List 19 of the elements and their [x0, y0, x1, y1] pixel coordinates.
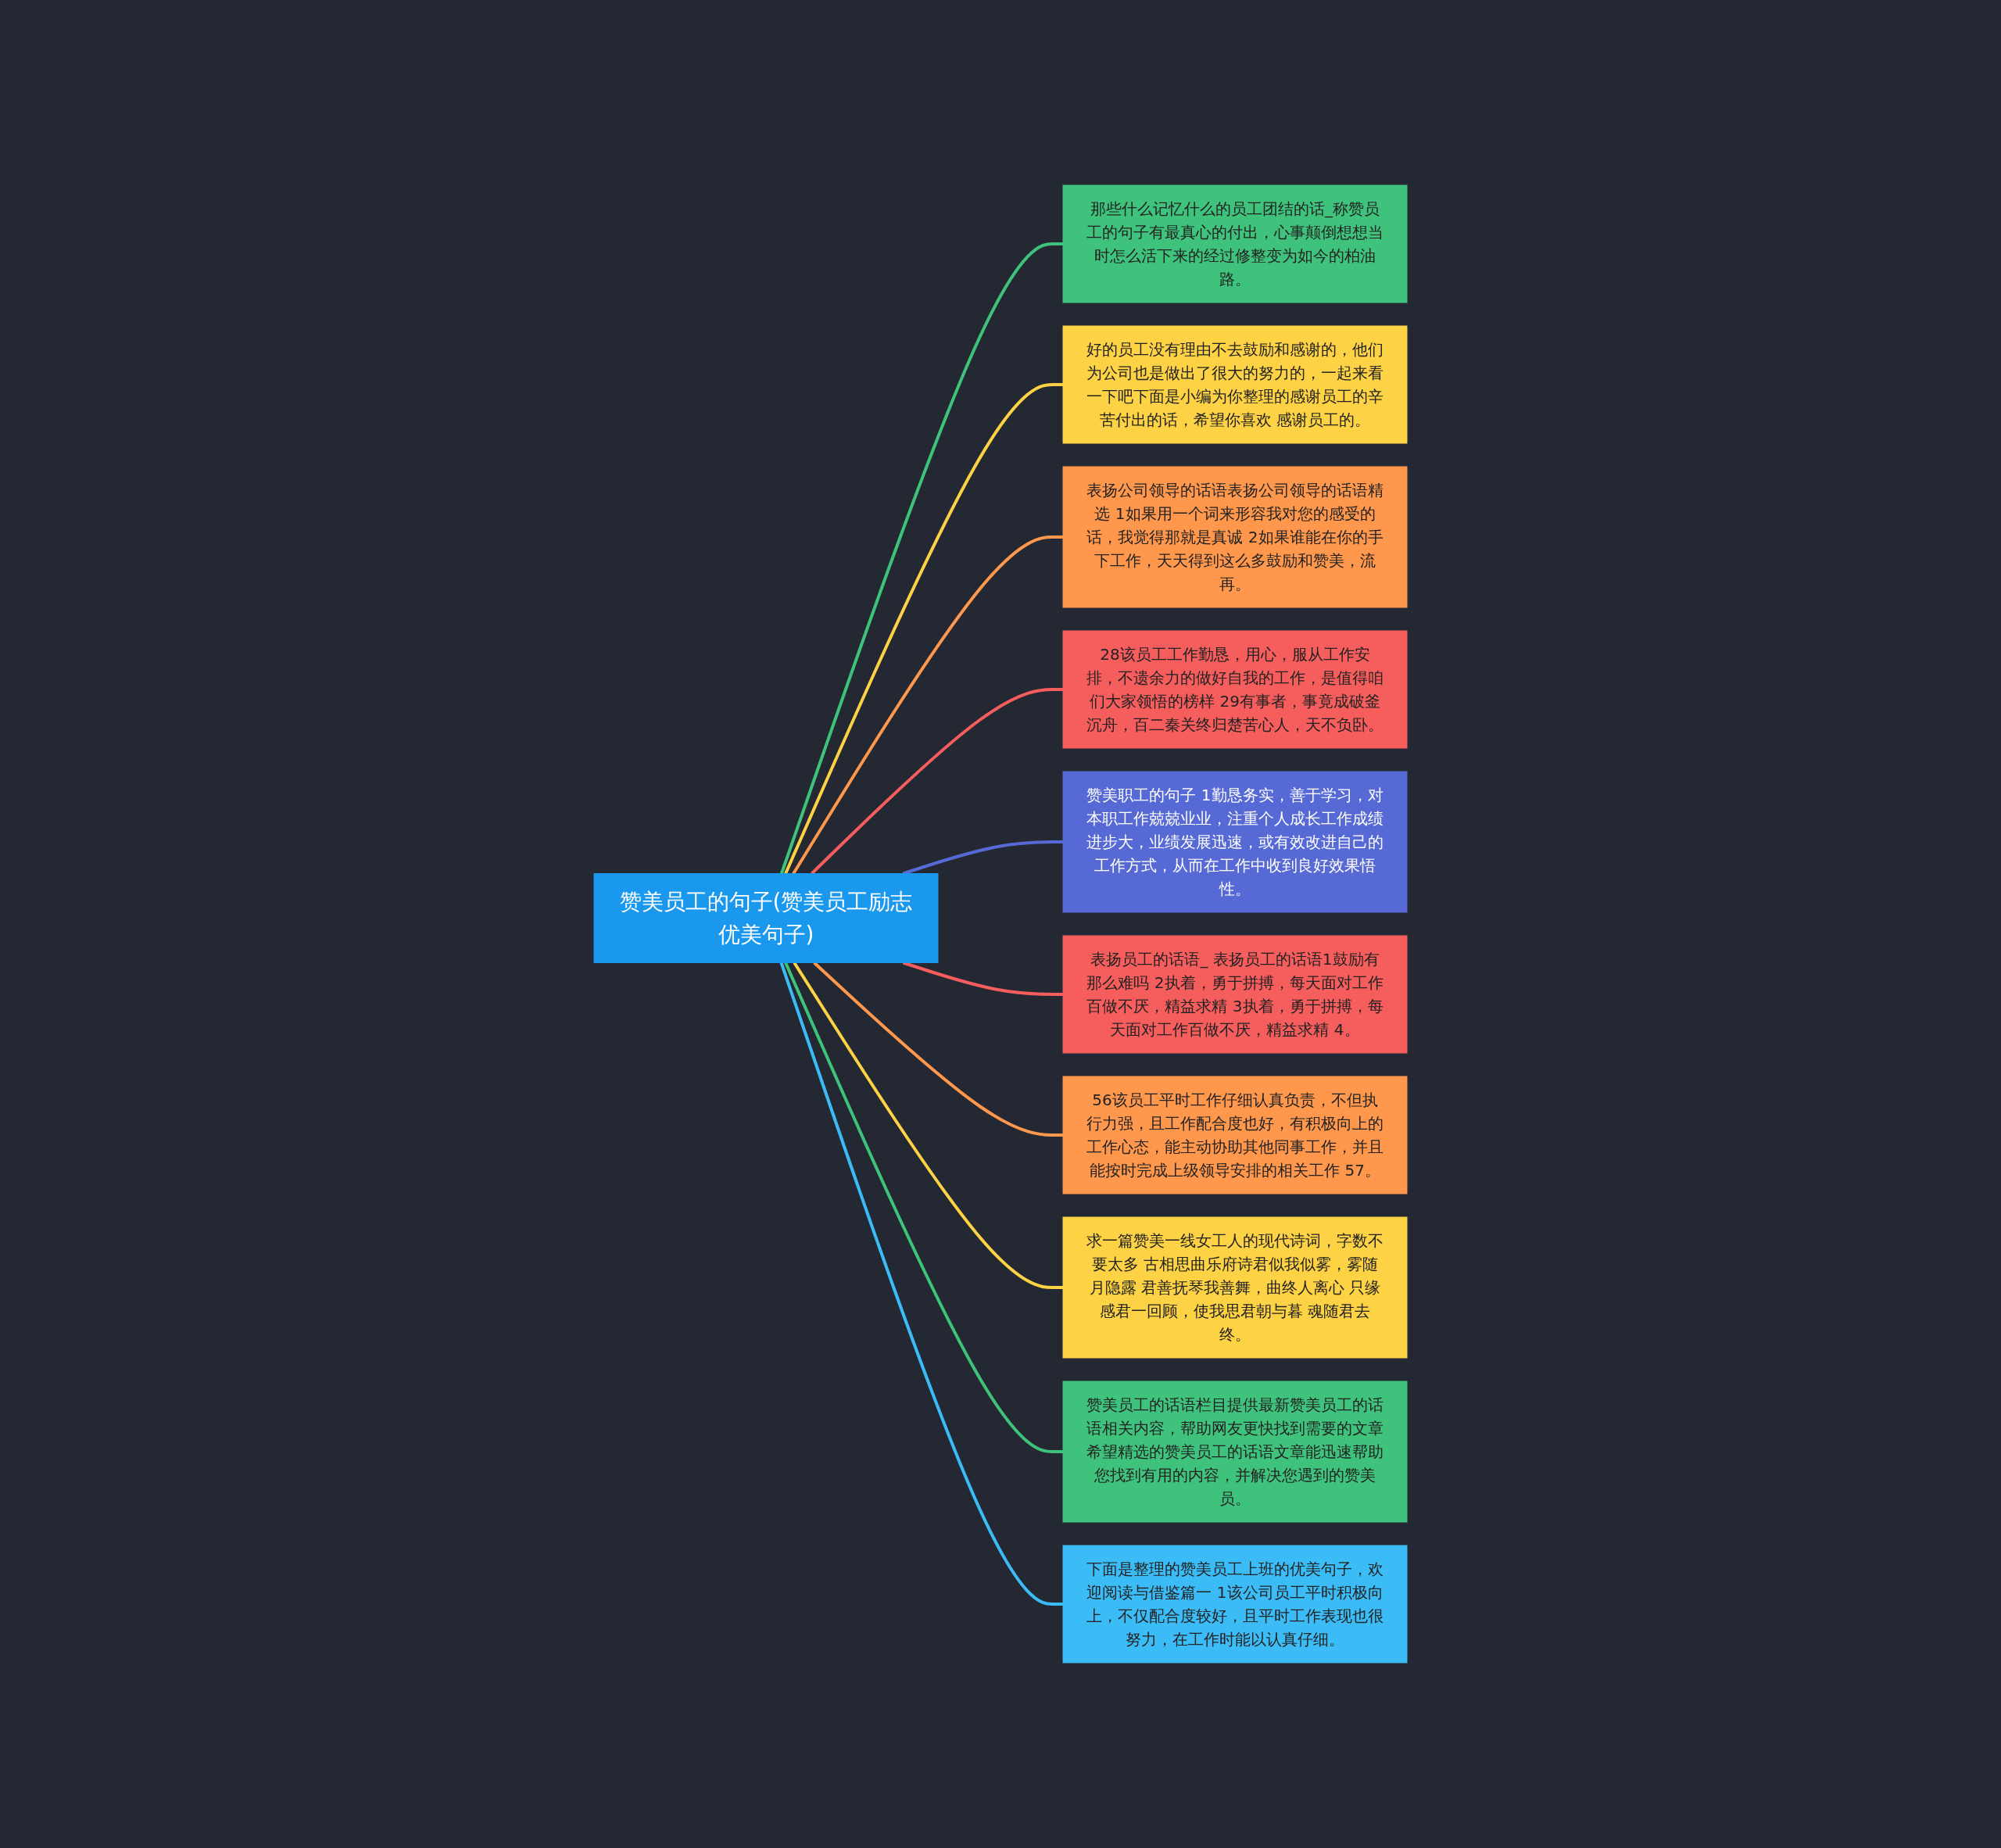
connector [792, 535, 1063, 875]
node-box: 表扬员工的话语_ 表扬员工的话语1鼓励有那么难吗 2执着，勇于拼搏，每天面对工作百做不厌，精益求精 3执着，勇于拼搏，每天面对工作百做不厌，精益求精 4。 [1062, 935, 1408, 1054]
node-box: 好的员工没有理由不去鼓励和感谢的，他们为公司也是做出了很大的努力的，一起来看一下吧下面是小编为你整理的感谢员工的辛苦付出的话，希望你喜欢 感谢员工的。 [1062, 325, 1408, 444]
connector [779, 242, 1063, 875]
connector [813, 962, 1063, 1137]
connector [779, 962, 1063, 1606]
connector [811, 688, 1063, 875]
node-box: 28该员工工作勤恳，用心，服从工作安排，不遗余力的做好自我的工作，是值得咱们大家领悟的榜样 29有事者，事竟成破釜沉舟，百二秦关终归楚苦心人，天不负卧。 [1062, 630, 1408, 749]
connector [784, 383, 1063, 875]
node-box: 56该员工平时工作仔细认真负责，不但执行力强，且工作配合度也好，有积极向上的工作心态，能主动协助其他同事工作，并且能按时完成上级领导安排的相关工作 57。 [1062, 1076, 1408, 1194]
node-box: 那些什么记忆什么的员工团结的话_称赞员工的句子有最真心的付出，心事颠倒想想当时怎么活下来的经过修整变为如今的柏油路。 [1062, 184, 1408, 303]
node-box: 求一篇赞美一线女工人的现代诗词，字数不要太多 古相思曲乐府诗君似我似雾，雾随月隐露 君善抚琴我善舞，曲终人离心 只缘感君一回顾，使我思君朝与暮 魂随君去终。 [1062, 1216, 1408, 1359]
node-box: 赞美员工的话语栏目提供最新赞美员工的话语相关内容，帮助网友更快找到需要的文章希望精选的赞美员工的话语文章能迅速帮助您找到有用的内容，并解决您遇到的赞美员。 [1062, 1381, 1408, 1523]
node-box: 赞美职工的句子 1勤恳务实，善于学习，对本职工作兢兢业业，注重个人成长工作成绩进步大，业绩发展迅速，或有效改进自己的工作方式，从而在工作中收到良好效果悟性。 [1062, 771, 1408, 913]
node-box: 赞美员工的句子(赞美员工励志优美句子) [593, 873, 939, 963]
node-box: 表扬公司领导的话语表扬公司领导的话语精选 1如果用一个词来形容我对您的感受的话，我觉得那就是真诚 2如果谁能在你的手下工作，天天得到这么多鼓励和赞美，流再。 [1062, 466, 1408, 608]
node-box: 下面是整理的赞美员工上班的优美句子，欢迎阅读与借鉴篇一 1该公司员工平时积极向上，不仅配合度较好，且平时工作表现也很努力，在工作时能以认真仔细。 [1062, 1545, 1408, 1664]
connector [793, 962, 1063, 1289]
connector [784, 962, 1063, 1453]
